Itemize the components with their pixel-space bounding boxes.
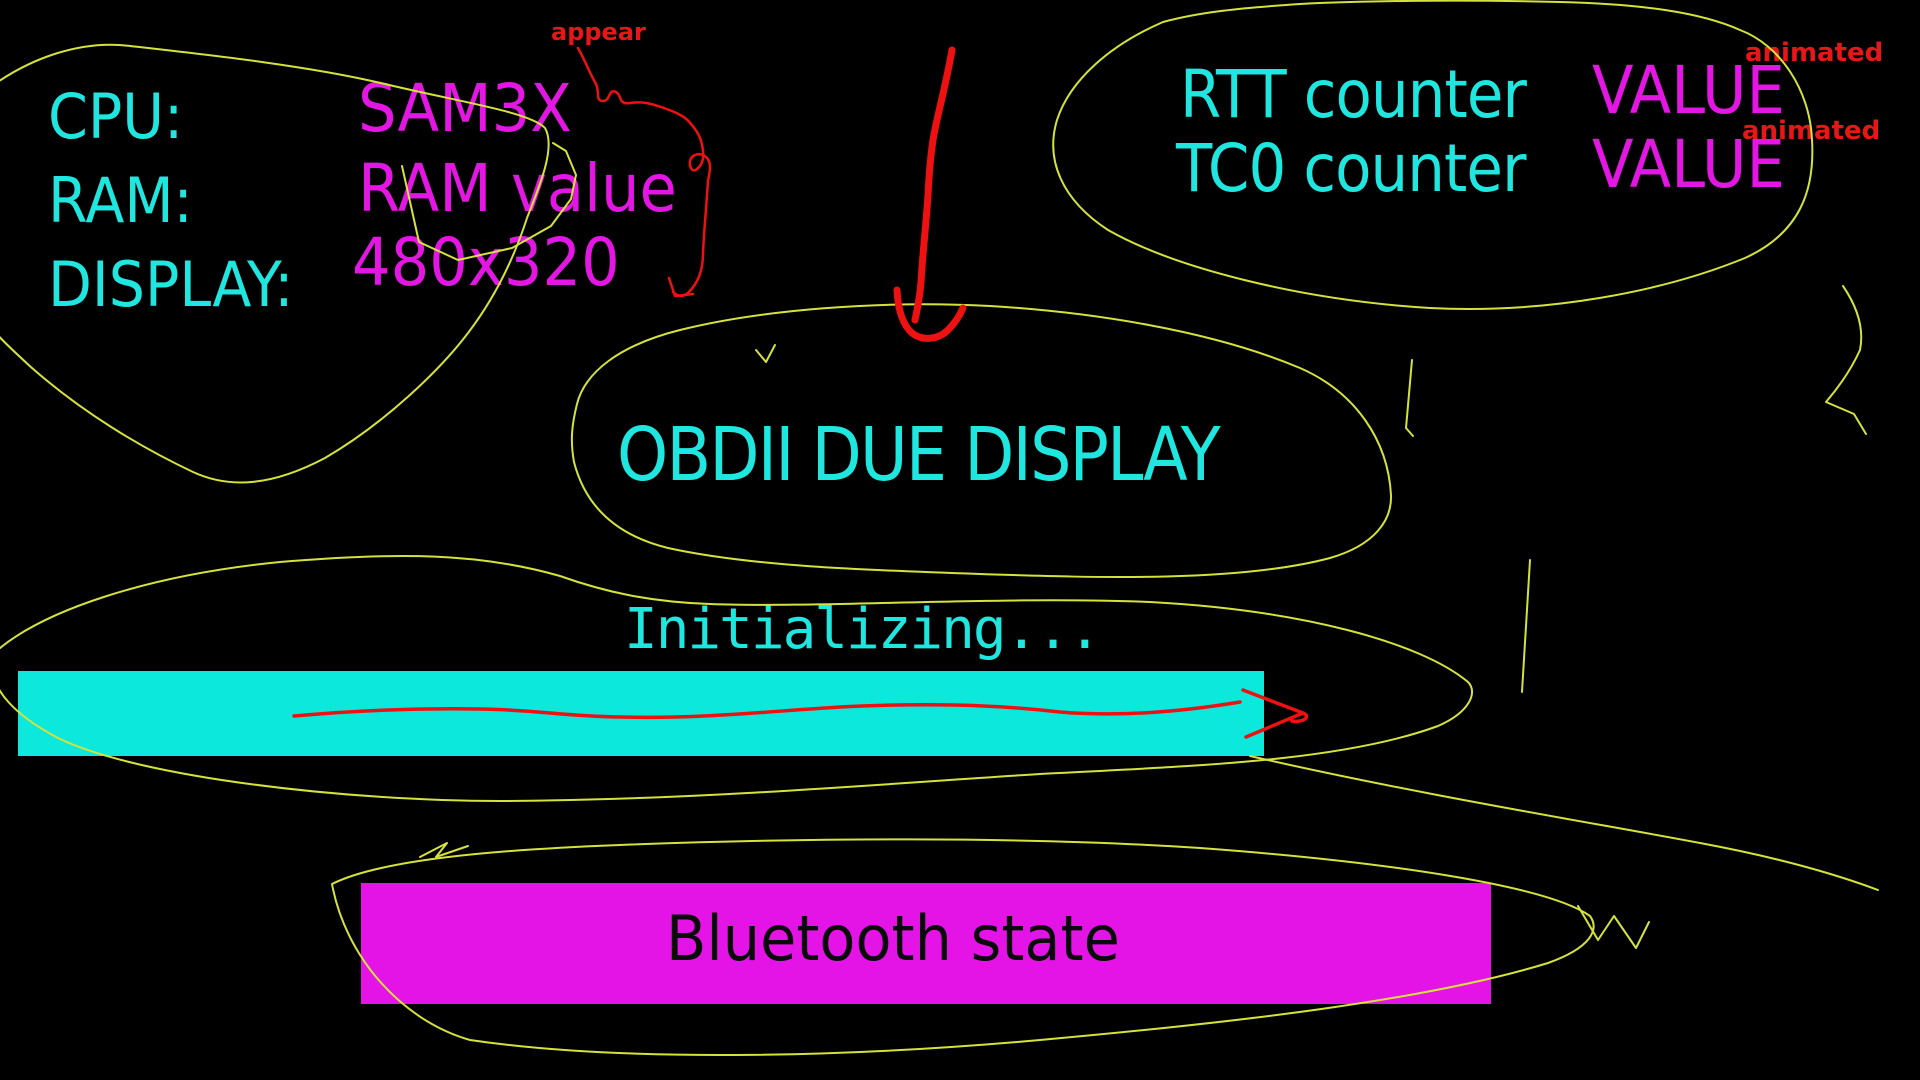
tc0-counter-label: TC0 counter [1176,130,1527,207]
appear-arrowhead [667,276,695,298]
counters-zigzag-annotation [1825,285,1867,435]
title-pointer-arrow [911,46,956,324]
display-label: DISPLAY: [48,248,294,321]
bluetooth-state-box: Bluetooth state [361,883,1491,1004]
page-title: OBDII DUE DISPLAY [617,412,1221,498]
tc0-animated-note: animated [1742,116,1881,146]
tick-annotation-2 [1521,559,1531,693]
progress-bar [18,671,1264,756]
ram-value: RAM value [358,150,677,227]
cpu-value: SAM3X [358,70,572,147]
bluetooth-state-label: Bluetooth state [666,902,1120,975]
display-value: 480x320 [352,224,620,301]
status-text: Initializing... [624,597,1102,662]
cpu-label: CPU: [48,80,184,153]
ram-label: RAM: [48,164,193,237]
appear-note: appear [551,18,646,46]
rtt-counter-label: RTT counter [1180,56,1527,133]
rtt-animated-note: animated [1745,38,1884,68]
title-circle-notch [755,344,776,363]
bluetooth-zigzag-top [419,842,469,858]
tick-annotation-1 [1405,359,1414,437]
title-pointer-arrowhead [893,286,967,342]
bluetooth-zigzag-right [1577,905,1650,949]
status-swoosh-annotation [1249,755,1879,891]
